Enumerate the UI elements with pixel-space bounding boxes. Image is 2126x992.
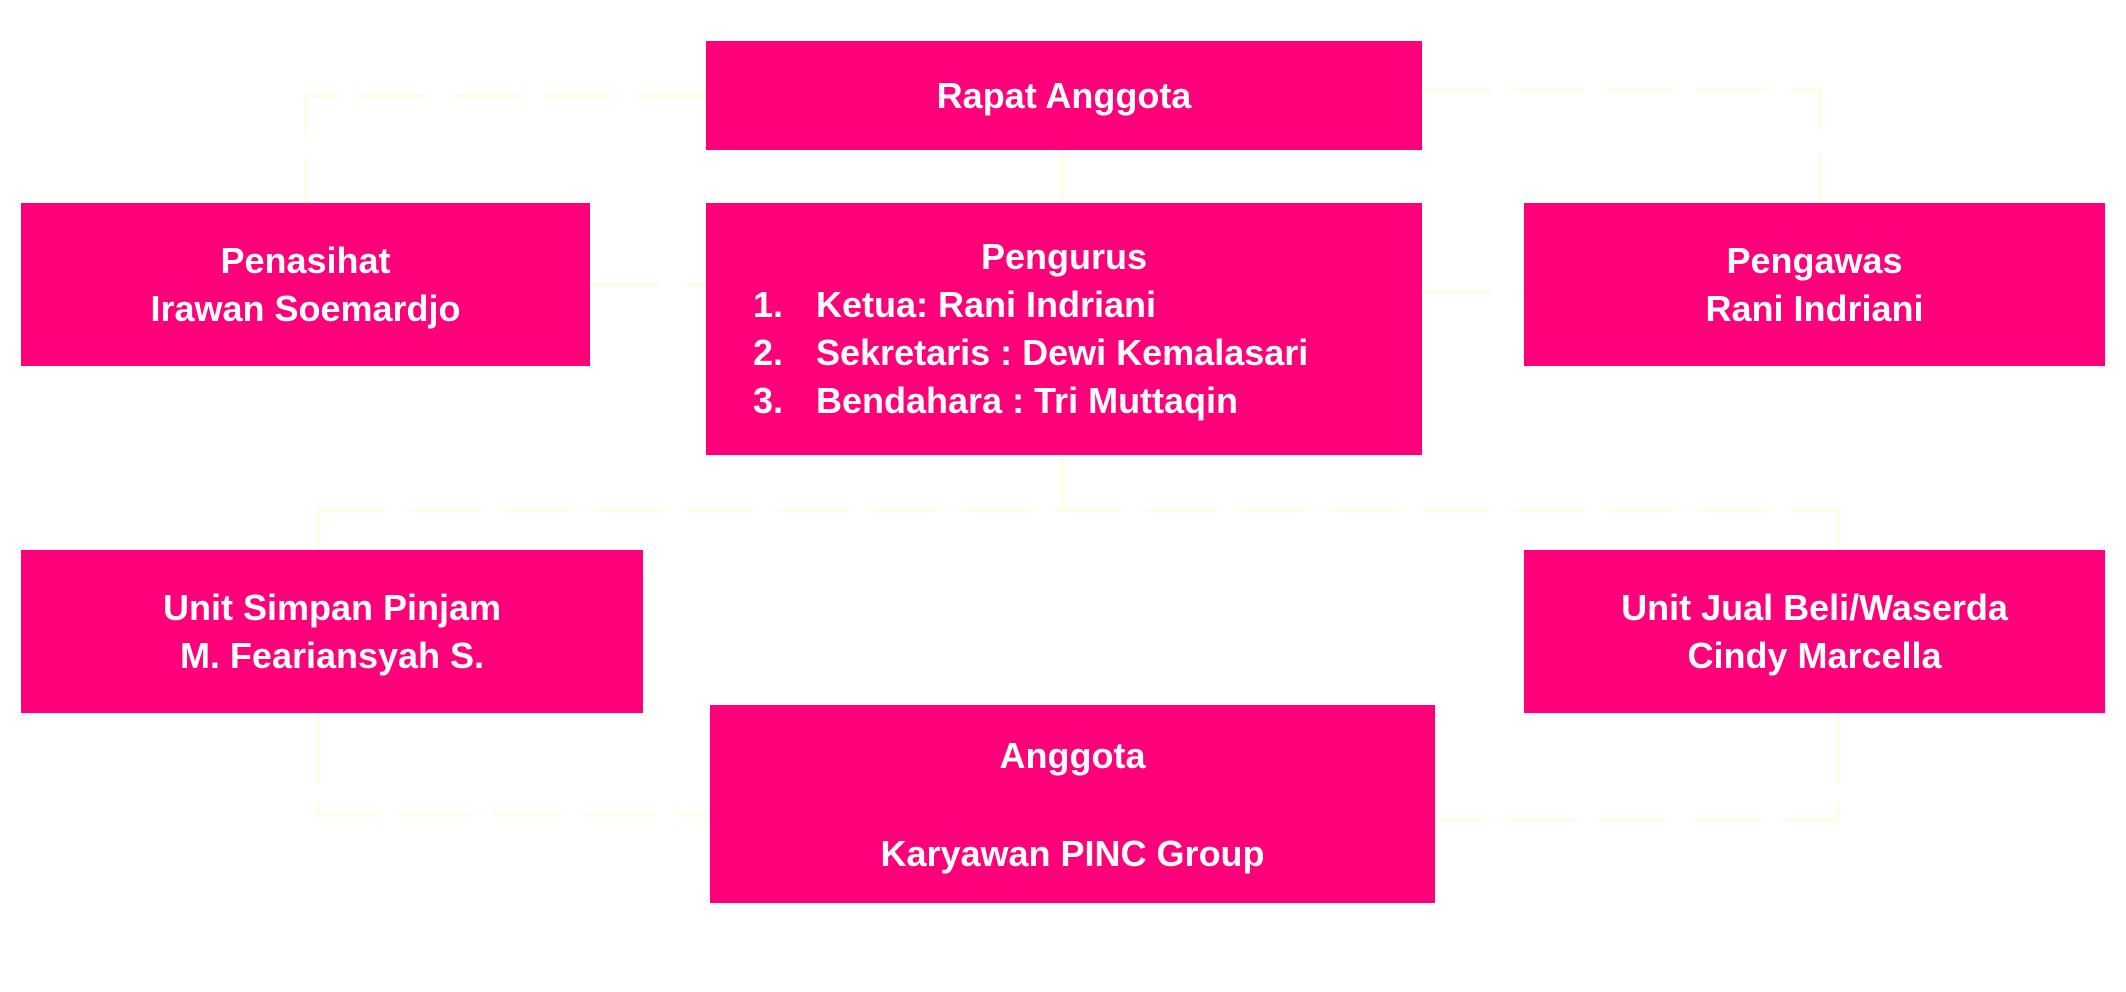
unit-simpan-pinjam-box: Unit Simpan Pinjam M. Feariansyah S. bbox=[21, 550, 643, 713]
anggota-subtitle: Karyawan PINC Group bbox=[880, 833, 1265, 874]
member-text: Ketua: Rani Indriani bbox=[816, 284, 1157, 325]
penasihat-title: Penasihat bbox=[220, 239, 391, 281]
rapat-anggota-title: Rapat Anggota bbox=[936, 74, 1192, 116]
member-text: Sekretaris : Dewi Kemalasari bbox=[816, 332, 1309, 373]
connector-usp-anggota bbox=[316, 713, 710, 817]
connector-ujb-anggota bbox=[1435, 713, 1840, 822]
anggota-box: Anggota Karyawan PINC Group bbox=[710, 705, 1435, 903]
pengawas-title: Pengawas bbox=[1726, 239, 1903, 281]
pengawas-box: Pengawas Rani Indriani bbox=[1524, 203, 2105, 366]
pengurus-member-list: 1. Ketua: Rani Indriani 2. Sekretaris : … bbox=[753, 281, 1308, 425]
connector-pengurus-units bbox=[316, 455, 1840, 550]
pengurus-member-ketua: 1. Ketua: Rani Indriani bbox=[753, 281, 1308, 329]
anggota-title: Anggota bbox=[999, 735, 1146, 776]
pengurus-member-bendahara: 3. Bendahara : Tri Muttaqin bbox=[753, 377, 1308, 425]
list-number: 3. bbox=[753, 380, 784, 421]
rapat-anggota-box: Rapat Anggota bbox=[706, 41, 1422, 150]
connector-rapat-penasihat bbox=[304, 94, 706, 203]
unit-jual-beli-name: Cindy Marcella bbox=[1687, 634, 1942, 676]
pengurus-member-sekretaris: 2. Sekretaris : Dewi Kemalasari bbox=[753, 329, 1308, 377]
list-number: 2. bbox=[753, 332, 784, 373]
unit-simpan-pinjam-name: M. Feariansyah S. bbox=[179, 634, 485, 676]
unit-simpan-pinjam-title: Unit Simpan Pinjam bbox=[162, 586, 502, 628]
unit-jual-beli-box: Unit Jual Beli/Waserda Cindy Marcella bbox=[1524, 550, 2105, 713]
pengurus-box: Pengurus 1. Ketua: Rani Indriani 2. Sekr… bbox=[706, 203, 1422, 455]
member-text: Bendahara : Tri Muttaqin bbox=[816, 380, 1239, 421]
pengawas-name: Rani Indriani bbox=[1705, 287, 1924, 329]
penasihat-box: Penasihat Irawan Soemardjo bbox=[21, 203, 590, 366]
unit-jual-beli-title: Unit Jual Beli/Waserda bbox=[1621, 586, 2008, 628]
list-number: 1. bbox=[753, 284, 784, 325]
connector-rapat-pengawas bbox=[1422, 88, 1822, 203]
penasihat-name: Irawan Soemardjo bbox=[150, 287, 461, 329]
pengurus-title: Pengurus bbox=[980, 236, 1148, 277]
